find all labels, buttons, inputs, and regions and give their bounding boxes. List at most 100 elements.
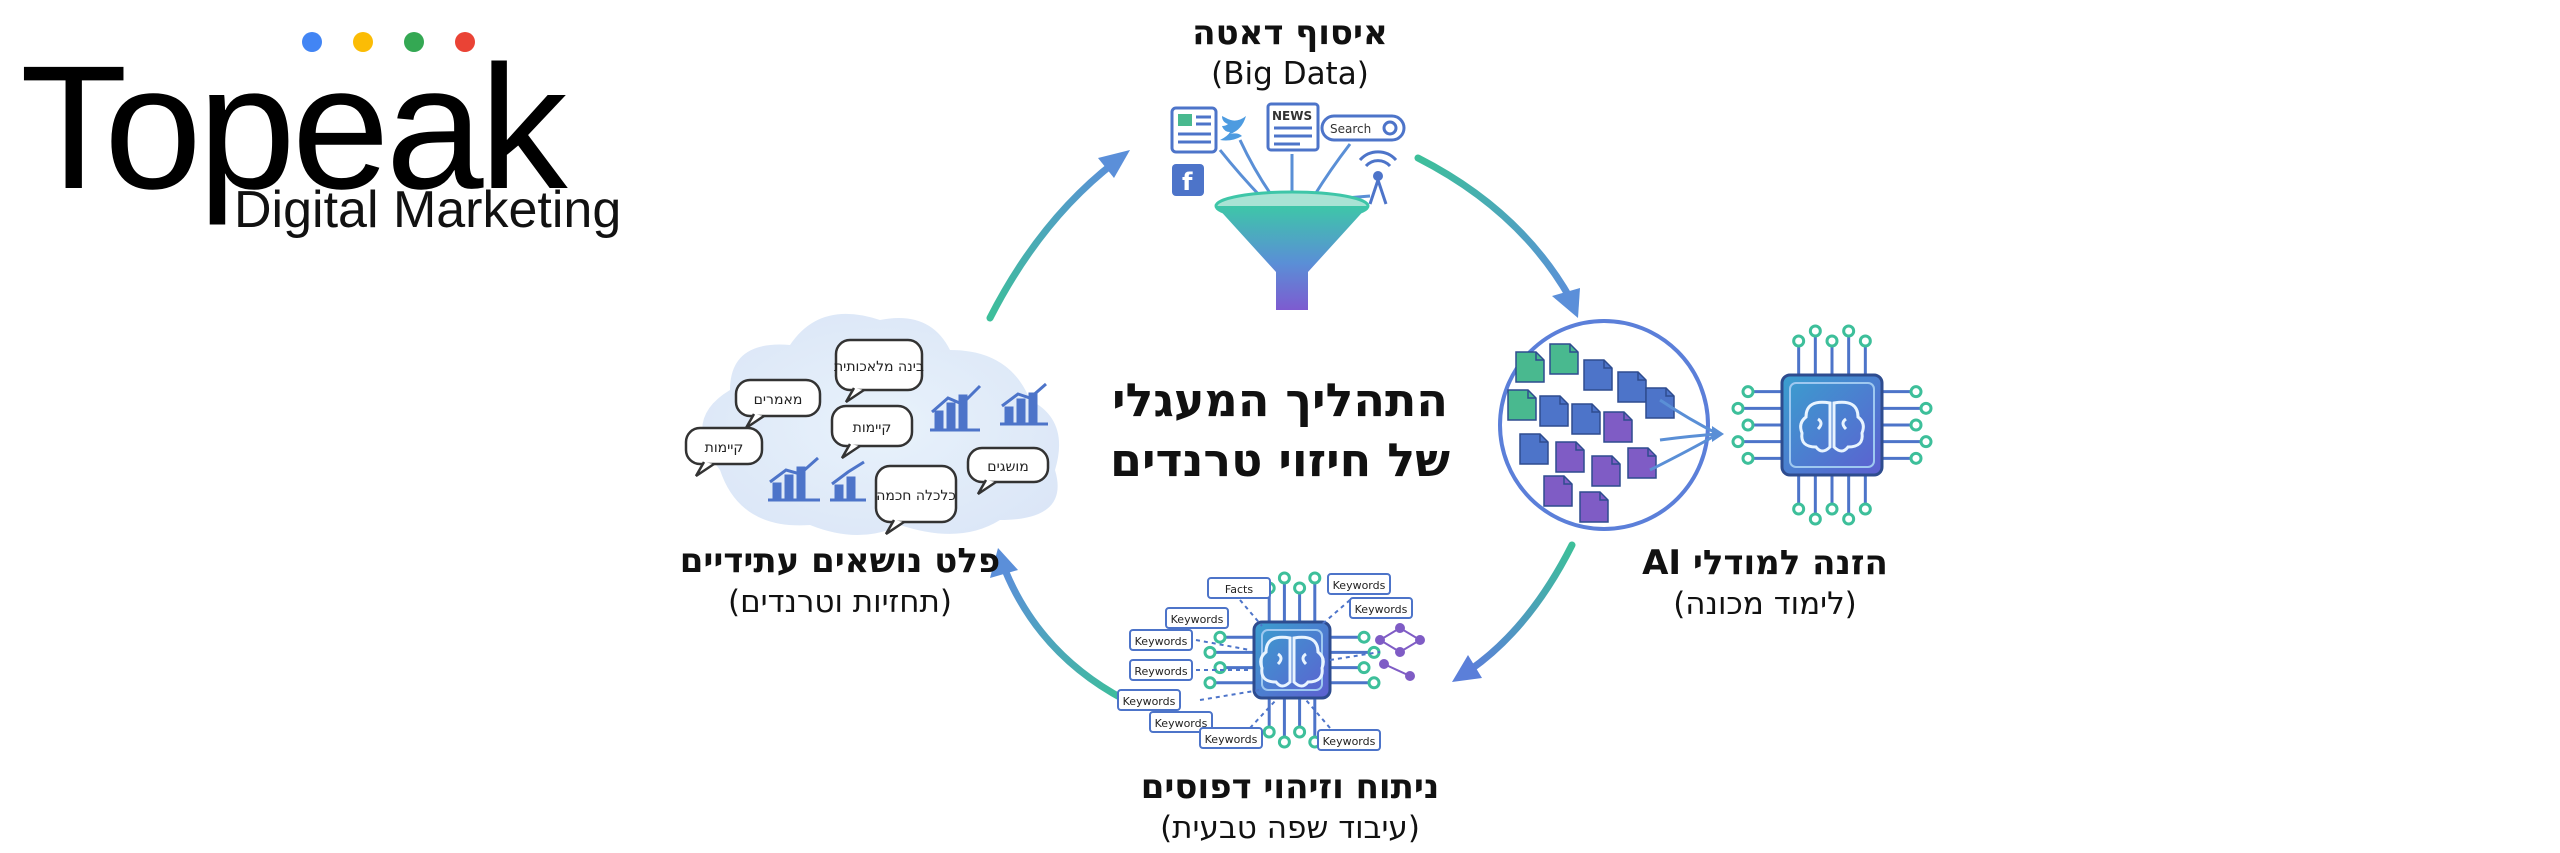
brain-icon — [1259, 635, 1325, 688]
news-label: NEWS — [1272, 109, 1312, 123]
output-illustration: בינה מלאכותית מאמרים קיימות קיימות מושגים כלכ… — [684, 313, 1060, 536]
document-icon — [1617, 371, 1647, 403]
keyword-tag-label: Keywords — [1171, 613, 1224, 626]
topeak-logo: Topeak Digital Marketing — [20, 20, 630, 250]
stage-output-label: פלט נושאים עתידיים (תחזיות וטרנדים) — [630, 540, 1050, 622]
antenna-icon — [1358, 150, 1398, 205]
trend-chart-icon-1 — [930, 384, 982, 432]
document-icon — [1571, 403, 1601, 435]
document-icon — [1519, 433, 1549, 465]
brain-icon — [1799, 400, 1865, 453]
cycle-arrows — [986, 150, 1580, 704]
arrowhead-4 — [990, 548, 1018, 578]
keyword-tag-label: Keywords — [1323, 735, 1376, 748]
network-nodes-icon — [1375, 623, 1425, 681]
keyword-tag-label: Keywords — [1123, 695, 1176, 708]
document-icon — [1539, 395, 1569, 427]
stage-analyze-title: ניתוח וזיהוי דפוסים — [1140, 767, 1440, 807]
stage-feed-label: הזנה למודלי AI (לימוד מכונה) — [1555, 542, 1975, 624]
speech-bubble: קיימות — [830, 404, 914, 460]
keyword-tag: Keywords — [1165, 607, 1229, 629]
speech-bubble-label: בינה מלאכותית — [834, 359, 924, 375]
search-label: Search — [1330, 122, 1371, 136]
stage-feed-subtitle: (לימוד מכונה) — [1673, 586, 1857, 622]
stage-output-subtitle: (תחזיות וטרנדים) — [727, 584, 953, 620]
speech-bubble: כלכלה חכמה — [874, 464, 958, 536]
search-bar-icon: Search — [1320, 114, 1406, 142]
speech-bubble: מאמרים — [734, 378, 822, 430]
ai-chip-icon — [1731, 324, 1933, 526]
keyword-tag: Keywords — [1199, 727, 1263, 749]
keyword-tag-label: Keywords — [1355, 603, 1408, 616]
feed-ai-illustration — [1498, 319, 1933, 531]
document-icon — [1549, 343, 1579, 375]
document-icon — [1507, 389, 1537, 421]
keyword-tag: Reywords — [1129, 659, 1193, 681]
keyword-tag: Keywords — [1327, 573, 1391, 595]
speech-bubble-label: כלכלה חכמה — [876, 488, 956, 504]
document-icon — [1603, 411, 1633, 443]
speech-bubble: קיימות — [684, 426, 764, 478]
twitter-icon — [1220, 116, 1246, 141]
facebook-letter: f — [1182, 168, 1193, 196]
center-title-line1: התהליך המעגלי — [1111, 373, 1449, 427]
keyword-tag: Keywords — [1349, 597, 1413, 619]
keyword-tag: Keywords — [1117, 689, 1181, 711]
speech-bubble-label: מאמרים — [754, 392, 803, 408]
keyword-tag-label: Keywords — [1205, 733, 1258, 746]
stage-analyze-subtitle: (עיבוד שפה טבעית) — [1160, 810, 1420, 846]
logo-dot-red — [455, 32, 475, 52]
document-icon — [1583, 359, 1613, 391]
speech-bubbles: בינה מלאכותית מאמרים קיימות קיימות מושגים כלכ… — [684, 338, 1050, 536]
speech-bubble-label: קיימות — [705, 440, 744, 456]
arrowhead-3 — [1452, 655, 1482, 682]
arrow-analyze-to-output — [1001, 566, 1129, 704]
collect-data-illustration: NEWS Search f — [1170, 102, 1406, 310]
center-title: התהליך המעגלי של חיזוי טרנדים — [1080, 370, 1480, 490]
speech-bubble: בינה מלאכותית — [834, 338, 924, 404]
logo-dot-green — [404, 32, 424, 52]
keyword-tag: Keywords — [1317, 729, 1381, 751]
webpage-icon — [1170, 106, 1218, 154]
trend-chart-icon-2 — [1000, 382, 1048, 426]
keyword-tag: Keywords — [1129, 629, 1193, 651]
arrow-feed-to-analyze — [1466, 541, 1576, 674]
logo-tagline: Digital Marketing — [234, 181, 622, 239]
news-icon: NEWS — [1266, 102, 1320, 152]
document-icon — [1543, 475, 1573, 507]
arrowhead-1 — [1098, 150, 1130, 178]
stage-output-title: פלט נושאים עתידיים — [679, 541, 1001, 581]
arrowhead-2 — [1552, 288, 1580, 318]
keyword-tag-label: Keywords — [1333, 579, 1386, 592]
document-icons — [1507, 343, 1675, 523]
keyword-tag-label: Keywords — [1155, 717, 1208, 730]
trend-chart-icon-3 — [768, 456, 820, 502]
logo-dot-blue — [302, 32, 322, 52]
logo-dot-yellow — [353, 32, 373, 52]
facebook-icon: f — [1172, 164, 1204, 196]
trend-chart-icon-4 — [830, 460, 866, 502]
funnel-icon — [1214, 190, 1370, 310]
document-icon — [1645, 387, 1675, 419]
arrow-collect-to-feed — [1414, 154, 1574, 302]
document-icon — [1579, 491, 1609, 523]
keyword-tag: Keywords — [1149, 711, 1213, 733]
stage-collect-title: איסוף דאטה — [1192, 13, 1388, 53]
stage-collect-subtitle: (Big Data) — [1211, 56, 1369, 92]
document-icon — [1515, 351, 1545, 383]
speech-bubble: מושגים — [966, 446, 1050, 496]
document-icon — [1627, 447, 1657, 479]
arrow-output-to-collect — [986, 158, 1119, 322]
keyword-tag-label: Keywords — [1135, 635, 1188, 648]
center-title-line2: של חיזוי טרנדים — [1109, 433, 1451, 487]
stage-feed-title: הזנה למודלי AI — [1642, 543, 1888, 583]
speech-bubble-label: קיימות — [853, 420, 892, 436]
stage-analyze-label: ניתוח וזיהוי דפוסים (עיבוד שפה טבעית) — [1080, 766, 1500, 848]
logo-wordmark: Topeak — [20, 30, 568, 226]
stage-collect-label: איסוף דאטה (Big Data) — [1120, 12, 1460, 94]
document-icon — [1555, 441, 1585, 473]
keyword-tag-label: Reywords — [1134, 665, 1187, 678]
keyword-tag-label: Facts — [1225, 583, 1253, 596]
